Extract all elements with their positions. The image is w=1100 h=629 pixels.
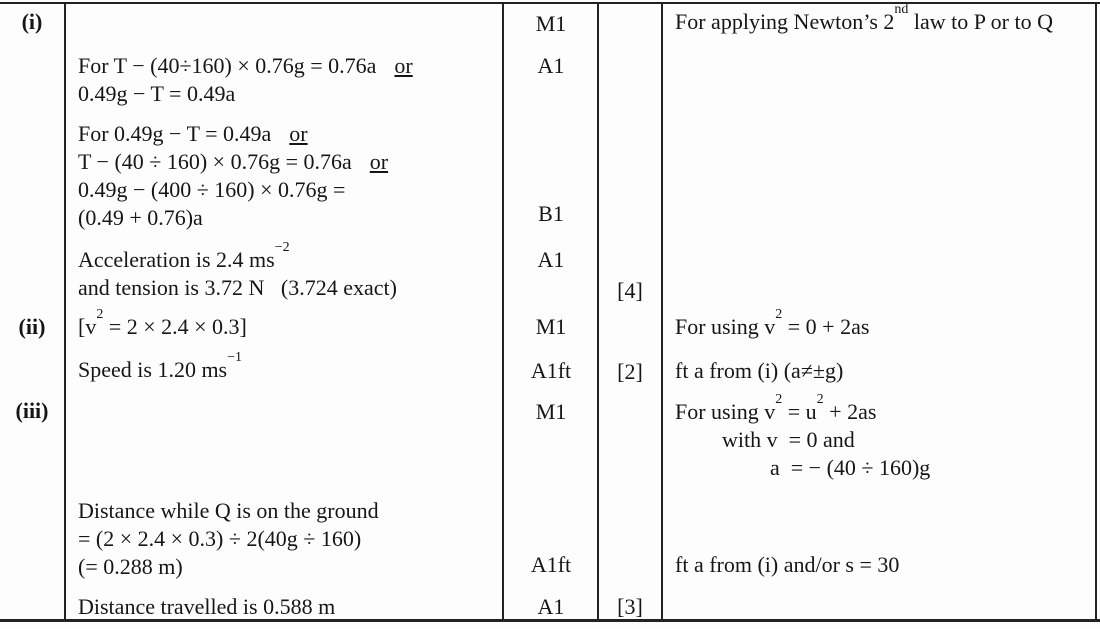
comment-text: law to P or to Q	[908, 9, 1054, 34]
part-label-iii: (iii)	[15, 398, 49, 423]
working-line: Acceleration is 2.4 ms−2	[78, 240, 290, 274]
working-line: 0.49g − T = 0.49a	[78, 81, 236, 106]
working-line: = (2 × 2.4 × 0.3) ÷ 2(40g ÷ 160)	[78, 526, 362, 551]
comment-text: + 2as	[823, 399, 877, 424]
working-line: Distance while Q is on the ground	[78, 498, 379, 523]
mark-code: A1ft	[530, 358, 572, 383]
working-line: (0.49 + 0.76)a	[78, 205, 203, 230]
total-marks: [2]	[617, 359, 643, 384]
equation-text: = 2 × 2.4 × 0.3]	[103, 314, 247, 339]
comment-line: ft a from (i) (a≠±g)	[675, 358, 844, 383]
or-underlined: or	[289, 121, 308, 146]
comment-text: For applying Newton’s 2	[675, 9, 895, 34]
comment-text: = 0 + 2as	[782, 314, 870, 339]
superscript: nd	[894, 1, 909, 17]
comment-line: For using v2 = 0 + 2as	[675, 307, 870, 341]
superscript: 2	[96, 306, 104, 322]
mark-code: A1	[537, 53, 565, 78]
mark-code: M1	[535, 11, 567, 36]
working-line: Speed is 1.20 ms−1	[78, 350, 242, 384]
comment-line: with v = 0 and	[722, 427, 855, 452]
or-underlined: or	[369, 149, 389, 174]
or-underlined: or	[394, 53, 413, 78]
working-line: and tension is 3.72 N (3.724 exact)	[78, 275, 397, 300]
working-line: [v2 = 2 × 2.4 × 0.3]	[78, 307, 247, 341]
column-divider-totals	[597, 3, 599, 620]
working-line: (= 0.288 m)	[78, 554, 183, 579]
superscript: 2	[775, 306, 783, 322]
column-divider-parts	[64, 3, 66, 620]
column-divider-comments	[661, 3, 663, 620]
equation-text: T − (40 ÷ 160) × 0.76g = 0.76a	[78, 149, 352, 174]
working-line: Distance travelled is 0.588 m	[78, 594, 336, 619]
working-line: For 0.49g − T = 0.49a or	[78, 120, 308, 148]
mark-code: A1ft	[530, 552, 572, 577]
equation-text: For 0.49g − T = 0.49a	[78, 121, 272, 146]
comment-line: For using v2 = u2 + 2as	[675, 392, 877, 426]
working-line: T − (40 ÷ 160) × 0.76g = 0.76a or	[78, 148, 388, 176]
superscript: −2	[274, 239, 290, 255]
answer-text: Speed is 1.20 ms	[78, 357, 228, 382]
table-right-border	[1095, 3, 1097, 620]
comment-line: a = − (40 ÷ 160)g	[770, 455, 931, 480]
superscript: −1	[227, 349, 243, 365]
mark-code: A1	[537, 247, 565, 272]
comment-text: = u	[782, 399, 817, 424]
comment-text: For using v	[675, 314, 776, 339]
part-label-ii: (ii)	[18, 314, 46, 339]
working-line: For T − (40÷160) × 0.76g = 0.76a or	[78, 52, 413, 80]
mark-code: B1	[538, 201, 564, 226]
answer-text: Acceleration is 2.4 ms	[78, 247, 275, 272]
table-top-border	[0, 2, 1100, 4]
working-line: 0.49g − (400 ÷ 160) × 0.76g =	[78, 177, 346, 202]
superscript: 2	[816, 391, 824, 407]
mark-code: M1	[535, 399, 567, 424]
column-divider-marks	[502, 3, 504, 620]
equation-text: [v	[78, 314, 97, 339]
mark-code: M1	[535, 314, 567, 339]
part-label-i: (i)	[21, 9, 43, 34]
equation-text: For T − (40÷160) × 0.76g = 0.76a	[78, 53, 377, 78]
comment-line: ft a from (i) and/or s = 30	[675, 552, 900, 577]
total-marks: [3]	[617, 594, 643, 619]
comment-text: For using v	[675, 399, 776, 424]
mark-code: A1	[537, 594, 565, 619]
table-bottom-border	[0, 619, 1100, 622]
total-marks: [4]	[617, 278, 643, 303]
comment-line: For applying Newton’s 2nd law to P or to…	[675, 2, 1054, 36]
superscript: 2	[775, 391, 783, 407]
